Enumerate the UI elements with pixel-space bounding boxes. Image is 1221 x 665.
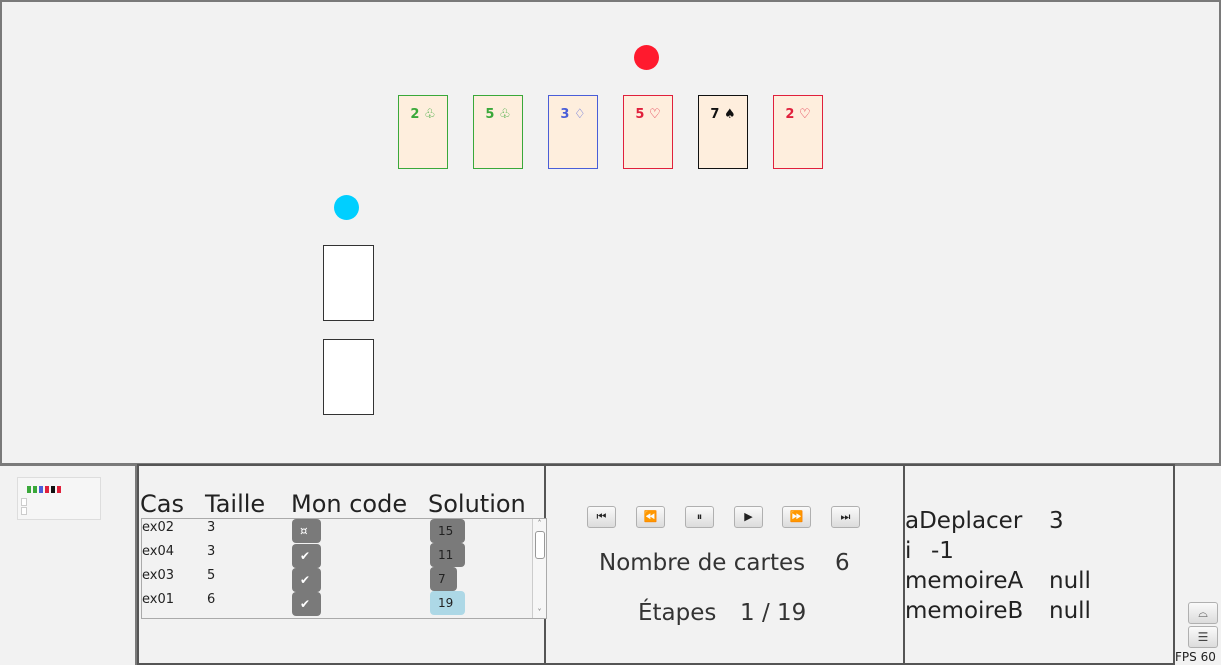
card-2-clubs[interactable]: 2 ♧: [398, 95, 448, 169]
case-size: 3: [207, 544, 216, 559]
variables-panel: aDeplacer 3 i -1 memoireA null memoireB …: [903, 464, 1175, 665]
var-name: i: [905, 538, 912, 564]
var-name: memoireA: [905, 568, 1024, 594]
minimap-panel: [0, 464, 137, 665]
mini-card: [33, 486, 37, 493]
card-5-hearts[interactable]: 5 ♡: [623, 95, 673, 169]
card-label: 2 ♡: [785, 107, 811, 122]
cyan-marker: [334, 195, 359, 220]
scroll-up-arrow-icon[interactable]: ˄: [537, 519, 542, 528]
code-status-badge[interactable]: ✔: [292, 544, 321, 568]
playback-controls-panel: ⏮ ⏪ ⏸ ▶ ⏩ ⏭ Nombre de cartes 6 Étapes 1 …: [546, 464, 903, 665]
card-label: 5 ♧: [485, 107, 511, 122]
card-label: 2 ♧: [410, 107, 436, 122]
code-status-badge[interactable]: ✔: [292, 568, 321, 592]
minimap-thumbnail[interactable]: [17, 477, 101, 520]
case-size: 6: [207, 592, 216, 607]
card-count-label: Nombre de cartes: [599, 550, 806, 576]
previous-step-button[interactable]: ⏪: [636, 506, 665, 528]
card-7-spades[interactable]: 7 ♠: [698, 95, 748, 169]
header-taille: Taille: [205, 490, 266, 518]
mini-card: [57, 486, 61, 493]
table-scrollbar[interactable]: ˄ ˅: [532, 519, 546, 618]
solution-badge[interactable]: 11: [430, 543, 465, 567]
card-3-diamonds[interactable]: 3 ♢: [548, 95, 598, 169]
header-mon-code: Mon code: [291, 490, 408, 518]
speech-bubble-icon[interactable]: ⌓: [1188, 602, 1218, 624]
var-value: -1: [931, 538, 954, 564]
mini-card: [45, 486, 49, 493]
side-panel: ⌓ ☰ FPS 60: [1175, 464, 1221, 665]
header-cas: Cas: [140, 490, 184, 518]
case-size: 5: [207, 568, 216, 583]
steps-value: 1 / 19: [740, 600, 807, 626]
test-cases-panel: Cas Taille Mon code Solution ex02 3 ¤ 15…: [137, 464, 547, 665]
scroll-down-arrow-icon[interactable]: ˅: [537, 608, 542, 617]
var-value: null: [1049, 568, 1091, 594]
last-step-button[interactable]: ⏭: [831, 506, 860, 528]
menu-icon[interactable]: ☰: [1188, 626, 1218, 648]
var-name: aDeplacer: [905, 508, 1023, 534]
card-label: 3 ♢: [560, 107, 586, 122]
steps-label: Étapes: [638, 600, 717, 626]
solution-badge-selected[interactable]: 19: [430, 591, 465, 615]
pause-button[interactable]: ⏸: [685, 506, 714, 528]
mini-card: [51, 486, 55, 493]
game-board: 2 ♧ 5 ♧ 3 ♢ 5 ♡ 7 ♠ 2 ♡: [0, 0, 1221, 465]
play-button[interactable]: ▶: [734, 506, 763, 528]
case-size: 3: [207, 520, 216, 535]
code-status-badge[interactable]: ✔: [292, 592, 321, 616]
case-name: ex02: [142, 520, 175, 535]
first-step-button[interactable]: ⏮: [587, 506, 616, 528]
card-label: 5 ♡: [635, 107, 661, 122]
card-count-value: 6: [835, 550, 850, 576]
red-marker: [634, 45, 659, 70]
scroll-thumb[interactable]: [535, 531, 545, 559]
mini-card: [39, 486, 43, 493]
code-status-badge[interactable]: ¤: [292, 519, 321, 543]
mini-slot: [21, 507, 27, 515]
case-name: ex03: [142, 568, 175, 583]
mini-slot: [21, 498, 27, 506]
card-2-hearts[interactable]: 2 ♡: [773, 95, 823, 169]
next-step-button[interactable]: ⏩: [782, 506, 811, 528]
solution-badge[interactable]: 7: [430, 567, 457, 591]
var-name: memoireB: [905, 598, 1024, 624]
header-solution: Solution: [428, 490, 526, 518]
solution-badge[interactable]: 15: [430, 519, 465, 543]
empty-slot[interactable]: [323, 339, 374, 415]
var-value: null: [1049, 598, 1091, 624]
case-name: ex01: [142, 592, 175, 607]
case-name: ex04: [142, 544, 175, 559]
card-5-clubs[interactable]: 5 ♧: [473, 95, 523, 169]
cases-table[interactable]: ex02 3 ¤ 15 ex04 3 ✔ 11 ex03 5 ✔ 7 ex01 …: [141, 518, 547, 619]
var-value: 3: [1049, 508, 1064, 534]
empty-slot[interactable]: [323, 245, 374, 321]
card-label: 7 ♠: [710, 107, 736, 122]
fps-counter: FPS 60: [1175, 650, 1216, 664]
mini-card: [27, 486, 31, 493]
